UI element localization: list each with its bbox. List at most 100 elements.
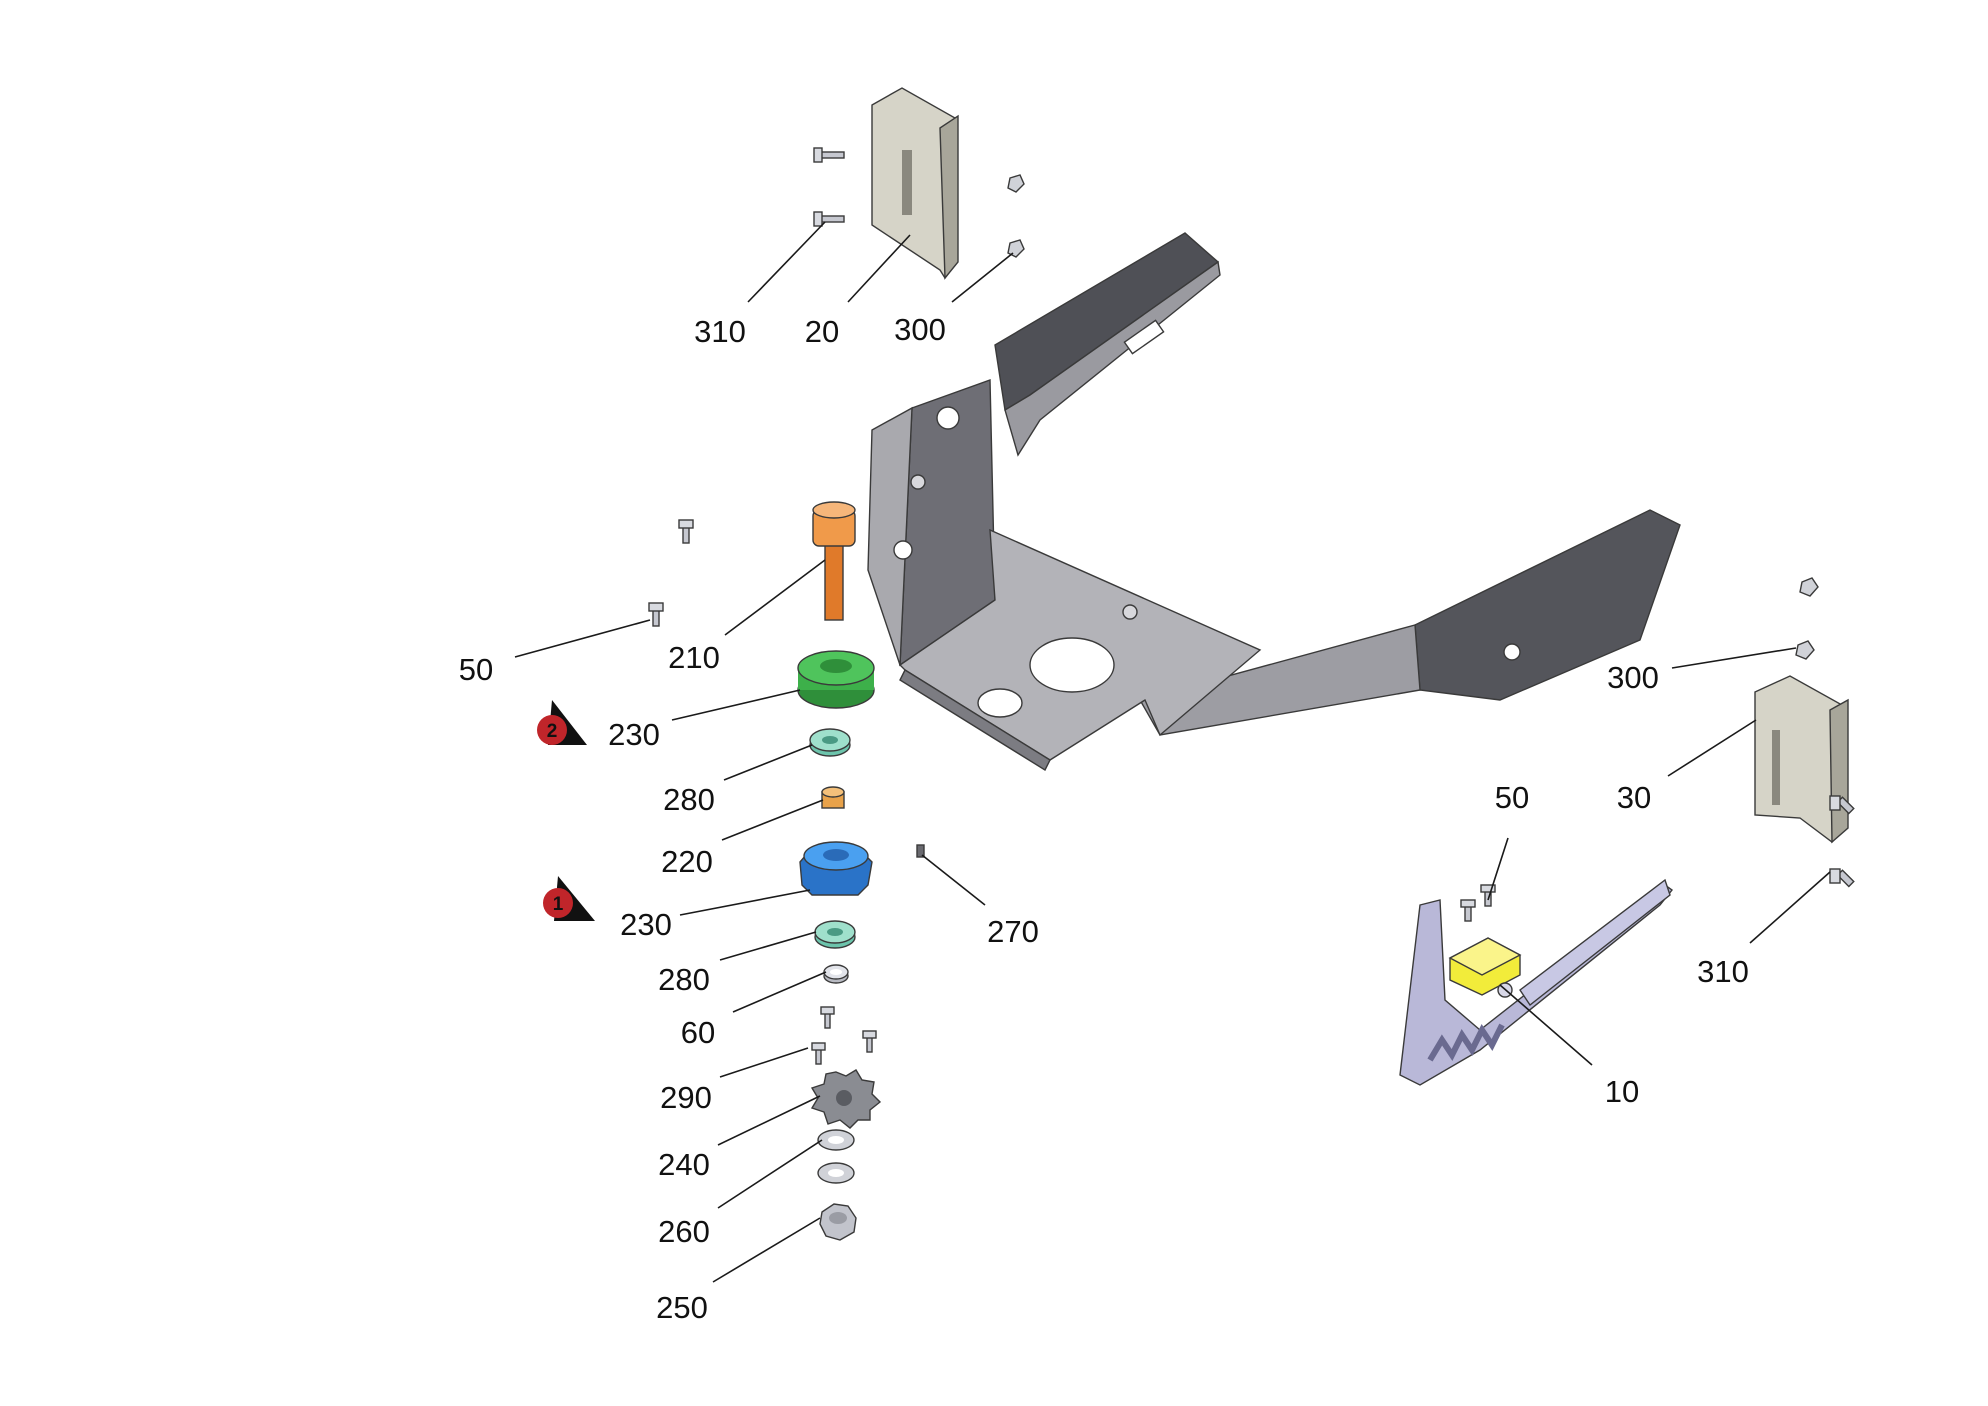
- callout-250: 250: [656, 1290, 708, 1325]
- left-stack: [648, 501, 925, 1241]
- frame-top-arm-plate: [994, 232, 1220, 412]
- callout-300-top: 300: [894, 312, 946, 347]
- screw-310-icon: [813, 211, 845, 227]
- leader-50-right: [1487, 837, 1509, 901]
- leader-250: [712, 1217, 821, 1283]
- pin-210: [812, 501, 856, 621]
- spacer-220: [821, 786, 845, 809]
- washer-260: [817, 1162, 855, 1184]
- callout-260: 260: [658, 1214, 710, 1249]
- leader-300-right: [1671, 647, 1797, 669]
- leader-10: [1499, 984, 1593, 1066]
- callout-310-top: 310: [694, 314, 746, 349]
- callout-50-right: 50: [1495, 780, 1529, 815]
- callout-labels: 310 20 300 50 210 230 280 220 230 270 28…: [459, 312, 1749, 1325]
- badge-1: 1: [543, 876, 595, 921]
- frame-hole: [893, 540, 913, 560]
- bushing-230-blue: [799, 841, 873, 896]
- frame-medium-hole: [977, 688, 1023, 718]
- leader-240: [717, 1095, 821, 1146]
- badge-2: 2: [537, 700, 587, 745]
- sprocket-240: [810, 1069, 882, 1129]
- washer-260: [817, 1129, 855, 1151]
- leader-260: [717, 1139, 823, 1209]
- bushing-230-green: [797, 650, 875, 709]
- screw-50-icon: [648, 602, 664, 627]
- callout-20: 20: [805, 314, 839, 349]
- screw-290-icon: [862, 1030, 877, 1053]
- bracket-30-face: [1754, 675, 1843, 843]
- lever-assembly-10: [1399, 878, 1674, 1086]
- frame-base-plate-front: [899, 669, 1051, 771]
- nut-300-icon: [1799, 577, 1819, 597]
- frame-right-arm-flange: [1138, 624, 1421, 736]
- callout-240: 240: [658, 1147, 710, 1182]
- badge-1-label: 1: [553, 894, 564, 915]
- bracket-30-slot: [1772, 730, 1780, 805]
- leader-30: [1667, 719, 1757, 777]
- callout-300-right: 300: [1607, 660, 1659, 695]
- callout-220: 220: [661, 844, 713, 879]
- nut-300-icon: [1795, 640, 1815, 660]
- callout-230-upper: 230: [608, 717, 660, 752]
- leader-50-left: [514, 619, 651, 658]
- leader-220: [721, 799, 824, 841]
- screw-50-icon: [678, 519, 694, 544]
- bracket-30: [1754, 675, 1849, 844]
- callout-10: 10: [1605, 1074, 1639, 1109]
- hardware-top: [813, 147, 1025, 258]
- nut-300-icon: [1007, 174, 1025, 193]
- callout-310-right: 310: [1697, 954, 1749, 989]
- frame-large-hole: [1029, 637, 1115, 693]
- main-frame: [867, 232, 1681, 771]
- screw-50-icon: [1460, 899, 1476, 922]
- screw-310-icon: [1829, 795, 1855, 815]
- screw-290-icon: [811, 1042, 826, 1065]
- frame-slot: [1123, 319, 1165, 355]
- bracket-20-side: [939, 114, 959, 280]
- washer-280-teal: [809, 728, 851, 757]
- leader-310-top: [747, 221, 826, 303]
- screw-310-icon: [1829, 868, 1855, 888]
- leader-290: [719, 1047, 809, 1078]
- nut-250: [819, 1203, 857, 1241]
- yellow-block: [1448, 937, 1522, 996]
- callout-290: 290: [660, 1080, 712, 1115]
- callout-210: 210: [668, 640, 720, 675]
- screw-50-icon: [1480, 884, 1496, 907]
- screw-290-icon: [820, 1006, 835, 1029]
- screw-310-icon: [813, 147, 845, 163]
- leader-280-lower: [719, 931, 817, 961]
- nut-300-icon: [1007, 239, 1025, 258]
- pin-270: [916, 844, 925, 858]
- callout-30: 30: [1617, 780, 1651, 815]
- ring-60: [823, 964, 849, 984]
- leader-lines: [514, 221, 1831, 1283]
- callout-60: 60: [681, 1015, 715, 1050]
- leader-300-top: [951, 252, 1014, 303]
- callout-270: 270: [987, 914, 1039, 949]
- frame-hole: [1503, 643, 1521, 661]
- hardware-right: [1795, 577, 1855, 888]
- leader-230-upper: [671, 689, 801, 721]
- callout-280-lower: 280: [658, 962, 710, 997]
- leader-280-upper: [723, 744, 813, 781]
- bracket-20-slot: [902, 150, 912, 215]
- leader-270: [921, 854, 986, 906]
- leader-60: [732, 971, 827, 1013]
- callout-230-lower: 230: [620, 907, 672, 942]
- leader-310-right: [1749, 871, 1831, 944]
- washer-280-teal: [814, 920, 856, 949]
- lever-upper-arm: [1519, 878, 1671, 1007]
- callout-280-upper: 280: [663, 782, 715, 817]
- frame-bolt: [1122, 604, 1138, 620]
- leader-210: [724, 559, 826, 636]
- frame-top-arm-flange: [1004, 260, 1221, 457]
- frame-hole: [936, 406, 960, 430]
- leader-20: [847, 234, 911, 303]
- bracket-20: [871, 87, 959, 280]
- leader-230-lower: [679, 889, 811, 916]
- spring-icon: [1427, 1023, 1505, 1062]
- bracket-30-side: [1829, 698, 1849, 844]
